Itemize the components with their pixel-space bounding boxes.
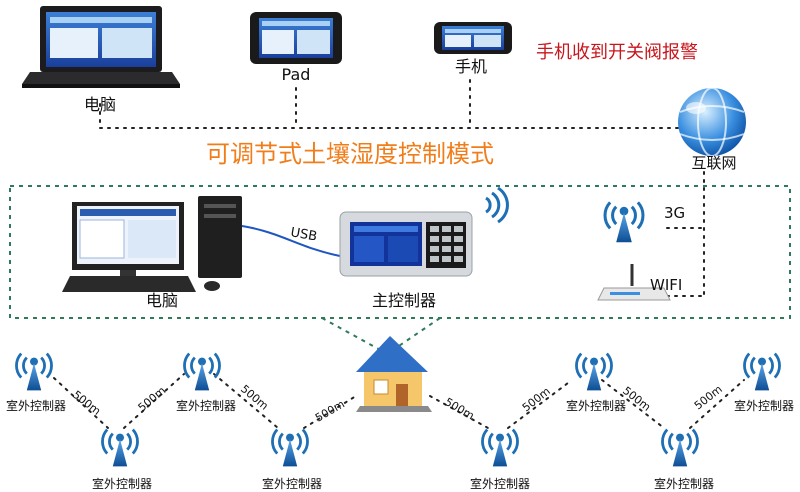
outdoor-controller-label: 室外控制器 bbox=[654, 476, 714, 491]
laptop-device bbox=[22, 6, 180, 88]
outdoor-controller-label: 室外控制器 bbox=[6, 398, 66, 413]
laptop-label: 电脑 bbox=[84, 95, 116, 114]
outdoor-tower-icon bbox=[101, 428, 139, 468]
outdoor-tower-icon bbox=[661, 428, 699, 468]
link-distance-1: 500m bbox=[70, 388, 103, 418]
outdoor-tower-icon bbox=[183, 352, 221, 392]
pad-device bbox=[250, 12, 342, 64]
usb-label: USB bbox=[289, 225, 318, 244]
pad-label: Pad bbox=[282, 65, 311, 84]
alert-text: 手机收到开关阀报警 bbox=[536, 42, 698, 63]
phone-label: 手机 bbox=[455, 57, 487, 76]
desktop-pc bbox=[62, 196, 242, 292]
wifi-label: WIFI bbox=[650, 276, 682, 294]
outdoor-controller-label: 室外控制器 bbox=[470, 476, 530, 491]
diagram-title: 可调节式土壤湿度控制模式 bbox=[206, 140, 494, 168]
3g-label: 3G bbox=[664, 204, 685, 222]
link-distance-3: 500m bbox=[238, 382, 271, 412]
link-distance-5: 500m bbox=[443, 395, 477, 422]
pc-label: 电脑 bbox=[146, 291, 178, 310]
outdoor-controller-label: 室外控制器 bbox=[176, 398, 236, 413]
link-distance-8: 500m bbox=[692, 383, 725, 413]
outdoor-controller-label: 室外控制器 bbox=[566, 398, 626, 413]
link-distance-6: 500m bbox=[520, 385, 553, 415]
phone-device bbox=[434, 22, 512, 54]
usb-cable bbox=[241, 225, 341, 257]
outdoor-tower-icon bbox=[481, 428, 519, 468]
main-controller-device bbox=[339, 211, 473, 277]
outdoor-controller-label: 室外控制器 bbox=[734, 398, 794, 413]
frame-to-house-right bbox=[389, 317, 441, 353]
outdoor-controller-label: 室外控制器 bbox=[262, 476, 322, 491]
outdoor-tower-icon bbox=[743, 352, 781, 392]
link-distance-2: 500m bbox=[136, 384, 169, 414]
control-room-frame bbox=[9, 185, 791, 319]
house-icon bbox=[356, 336, 432, 412]
frame-to-house-left bbox=[321, 317, 385, 353]
internet-label: 互联网 bbox=[691, 154, 736, 172]
3g-tower-icon bbox=[603, 200, 645, 244]
outdoor-tower-icon bbox=[271, 428, 309, 468]
controller-label: 主控制器 bbox=[372, 291, 436, 310]
wireless-signal-icon bbox=[485, 186, 509, 224]
outdoor-tower-icon bbox=[15, 352, 53, 392]
internet-globe-icon bbox=[678, 87, 746, 157]
outdoor-tower-icon bbox=[575, 352, 613, 392]
outdoor-links bbox=[53, 373, 745, 429]
wifi-router-icon bbox=[597, 264, 671, 301]
link-distance-4: 500m bbox=[313, 397, 347, 424]
outdoor-controller-label: 室外控制器 bbox=[92, 476, 152, 491]
